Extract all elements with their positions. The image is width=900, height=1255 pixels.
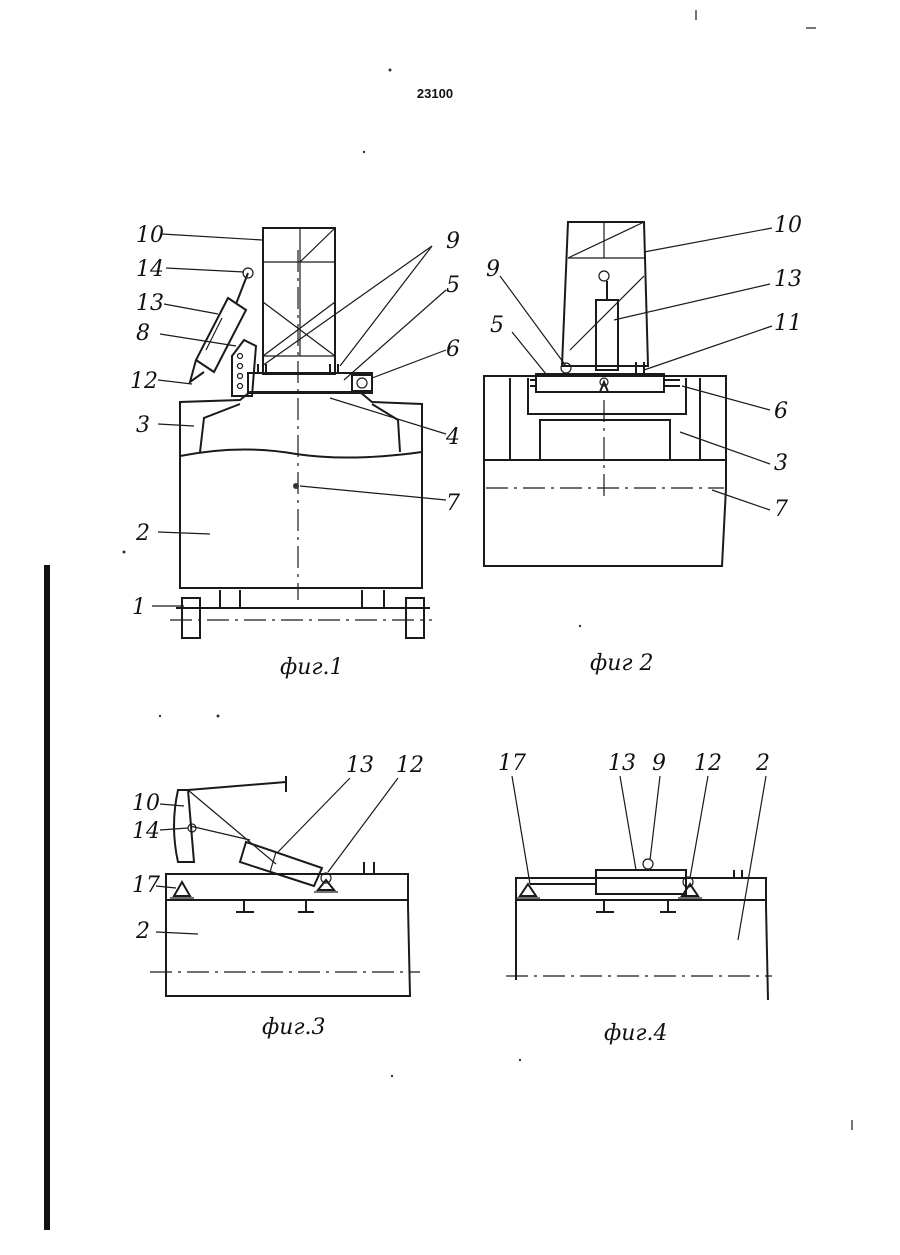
fig1-label-13: 13 [136, 291, 164, 316]
scan-edge-bar [44, 565, 50, 1230]
fig3-caption: фиг.3 [262, 1015, 326, 1040]
fig3-label-10: 10 [132, 791, 160, 816]
fig1-label-3: 3 [136, 413, 150, 438]
fig2-label-9: 9 [486, 257, 500, 282]
fig4-label-17: 17 [498, 751, 526, 776]
fig1-label-10: 10 [136, 223, 164, 248]
fig1-label-8: 8 [136, 321, 150, 346]
fig2-label-5: 5 [490, 313, 504, 338]
figure-4 [506, 776, 772, 1000]
fig2-label-10: 10 [774, 213, 802, 238]
fig4-label-2: 2 [755, 751, 770, 776]
fig2-label-13: 13 [774, 267, 802, 292]
figure-1 [152, 228, 446, 638]
fig2-caption: фиг 2 [590, 651, 654, 676]
scan-speckles [123, 10, 853, 1130]
fig1-label-5: 5 [446, 273, 460, 298]
fig2-label-6: 6 [774, 399, 788, 424]
fig2-label-11: 11 [774, 311, 802, 336]
figure-3 [150, 776, 420, 996]
fig4-label-12: 12 [694, 751, 722, 776]
fig1-label-7: 7 [446, 491, 460, 516]
figure-2 [484, 222, 772, 566]
fig3-label-14: 14 [132, 819, 160, 844]
fig3-label-2: 2 [135, 919, 150, 944]
fig4-caption: фиг.4 [604, 1021, 668, 1046]
fig1-caption: фиг.1 [280, 655, 344, 680]
fig4-label-13: 13 [608, 751, 636, 776]
fig4-label-9: 9 [652, 751, 666, 776]
fig3-label-12: 12 [396, 753, 424, 778]
fig1-label-6: 6 [446, 337, 460, 362]
fig1-label-14: 14 [136, 257, 164, 282]
fig2-label-7: 7 [774, 497, 788, 522]
fig1-label-1: 1 [132, 595, 146, 620]
fig2-label-3: 3 [774, 451, 788, 476]
fig1-label-2: 2 [135, 521, 150, 546]
fig3-label-17: 17 [132, 873, 160, 898]
fig1-label-9: 9 [446, 229, 460, 254]
fig3-label-13: 13 [346, 753, 374, 778]
fig1-label-12: 12 [130, 369, 158, 394]
fig1-label-4: 4 [445, 425, 460, 450]
